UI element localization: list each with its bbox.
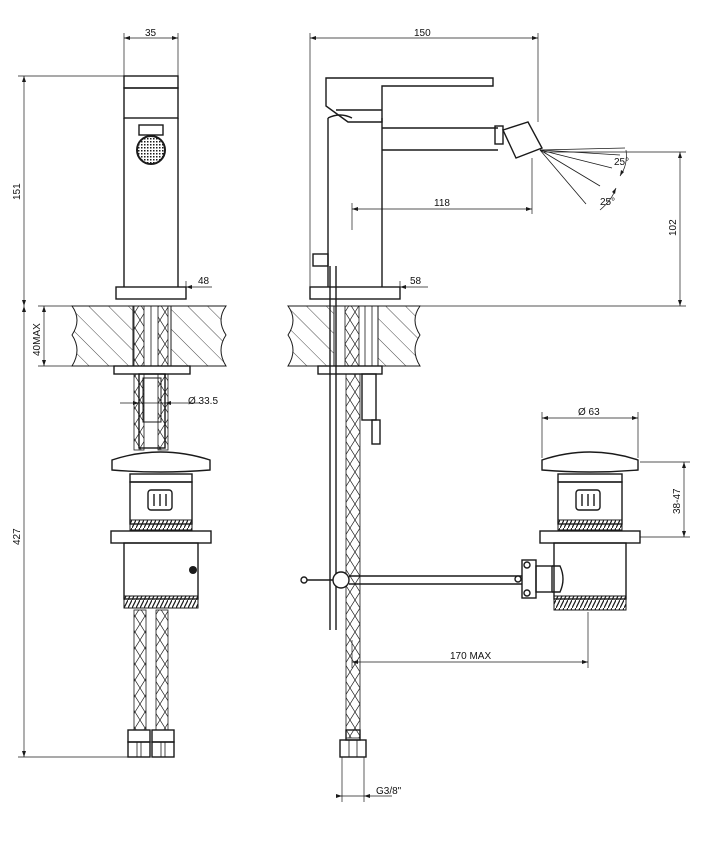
front-view [71,75,227,758]
dim-total-width: 150 [414,28,431,39]
dim-shank-diameter: Ø 33.5 [188,396,218,407]
dim-spout-height: 102 [668,219,679,236]
front-aerator [138,124,164,136]
pivot-ball [332,571,350,589]
side-dimensions: 150 118 25° 25° 102 58 Ø 63 [309,28,690,802]
front-dimensions: 35 151 48 40MAX Ø 33.5 427 [12,28,218,758]
dim-spout-reach: 118 [434,198,450,209]
aerator-mesh-icon [136,135,166,165]
dim-connection: G3/8" [376,786,402,797]
side-hose [345,373,361,739]
dim-waste-height: 38-47 [672,488,683,514]
dim-total-below: 427 [12,528,23,545]
spray-lines [539,147,626,205]
side-nozzle [502,121,543,159]
side-waste-cap [541,451,639,473]
dim-rod-length: 170 MAX [450,651,491,662]
dim-waste-diameter: Ø 63 [578,407,600,418]
dim-angle-upper: 25° [614,157,629,168]
dim-top-width: 35 [145,28,157,39]
dim-right-base: 58 [410,276,422,287]
dim-deck-thickness: 40MAX [32,323,43,356]
front-handle [123,75,179,89]
dim-left-base: 48 [198,276,210,287]
front-waste-cap [111,451,211,473]
dim-angle-lower: 25° [600,197,615,208]
side-handle-lever [325,77,494,123]
front-hose-nut-left [127,741,151,758]
side-hose-nut [339,739,367,758]
front-hose-nut-right [151,741,175,758]
side-view [287,77,641,758]
dim-body-height: 151 [12,183,23,200]
